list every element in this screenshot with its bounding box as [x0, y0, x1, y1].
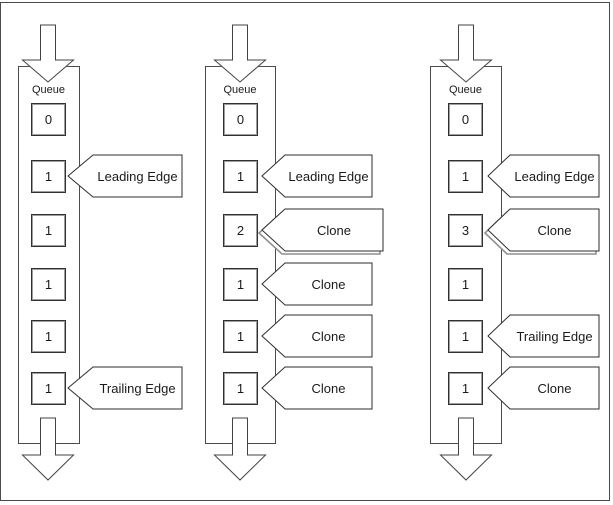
queue-item-box: 3 — [448, 214, 483, 247]
callout-label: Clone — [537, 380, 572, 396]
callout-shape — [261, 262, 373, 306]
down-arrow-icon — [213, 417, 267, 481]
down-arrow-icon — [439, 417, 493, 481]
queue-item-box: 1 — [448, 320, 483, 353]
callout-shape — [261, 366, 373, 410]
callout-shape — [487, 208, 600, 252]
queue-item-box: 1 — [448, 268, 483, 301]
queue-item-box: 1 — [31, 268, 66, 301]
queue-item-box: 1 — [448, 372, 483, 405]
callout-label: Leading Edge — [97, 168, 178, 184]
callout-label: Trailing Edge — [516, 328, 593, 344]
queue-label: Queue — [448, 84, 483, 96]
callout-label: Clone — [311, 380, 346, 396]
down-arrow-icon — [21, 417, 75, 481]
callout-label: Leading Edge — [288, 168, 369, 184]
queue-item-box: 1 — [223, 372, 258, 405]
queue-item-box: 2 — [223, 214, 258, 247]
callout-label: Clone — [311, 328, 346, 344]
callout-label: Trailing Edge — [99, 380, 176, 396]
queue-label: Queue — [31, 84, 66, 96]
callout-shape — [67, 154, 183, 198]
queue-item-box: 1 — [31, 214, 66, 247]
down-arrow-icon — [439, 24, 493, 83]
queue-item-box: 0 — [223, 103, 258, 136]
callout-shape — [261, 314, 373, 358]
queue-item-box: 1 — [31, 160, 66, 193]
queue-item-box: 1 — [223, 320, 258, 353]
queue-item-box: 1 — [223, 268, 258, 301]
queue-item-box: 0 — [31, 103, 66, 136]
queue-item-box: 1 — [31, 320, 66, 353]
queue-label: Queue — [223, 84, 257, 96]
queue-item-box: 1 — [448, 160, 483, 193]
down-arrow-icon — [213, 24, 267, 83]
queue-item-box: 1 — [31, 372, 66, 405]
callout-shape — [261, 154, 373, 198]
callout-shape — [261, 208, 384, 252]
queue-item-box: 1 — [223, 160, 258, 193]
callout-shape — [487, 314, 600, 358]
queue-item-box: 0 — [448, 103, 483, 136]
callout-label: Clone — [537, 222, 572, 238]
callout-label: Leading Edge — [514, 168, 595, 184]
callout-label: Clone — [317, 222, 351, 238]
down-arrow-icon — [21, 24, 75, 83]
callout-label: Clone — [311, 276, 346, 292]
callout-shape — [487, 366, 600, 410]
callout-shape — [487, 154, 600, 198]
callout-shape — [67, 366, 183, 410]
